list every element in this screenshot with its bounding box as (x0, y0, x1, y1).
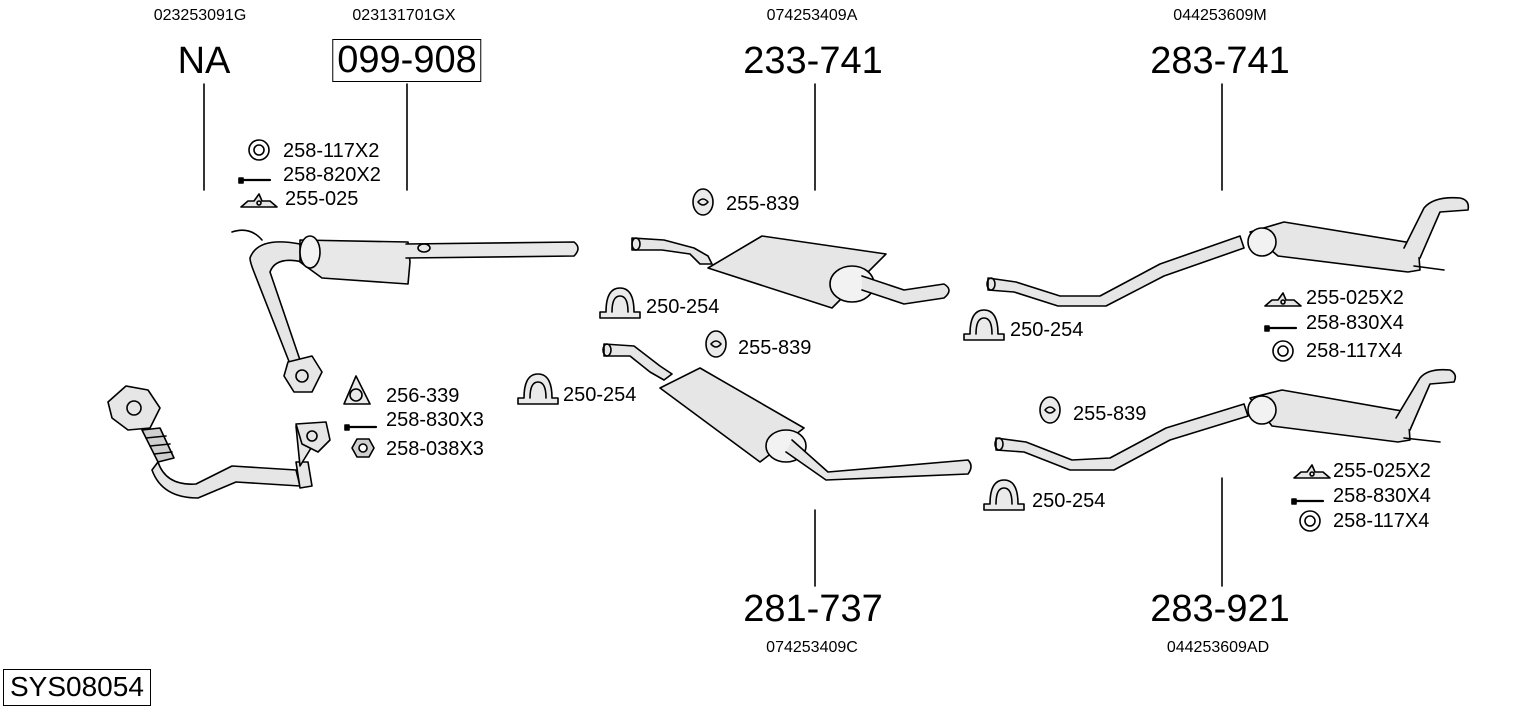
fitting-label: 258-830X4 (1333, 485, 1431, 507)
fitting-label: 250-254 (1032, 490, 1106, 512)
bolt-icon (1291, 498, 1325, 505)
mount-bracket-icon (240, 193, 278, 208)
fitting-label: 258-830X3 (386, 409, 484, 431)
catalytic-converter-illustration (299, 235, 579, 285)
fitting-label: 255-025X2 (1306, 287, 1404, 309)
mount-bracket-icon (1293, 464, 1331, 479)
oem-number-mid-alt: 074253409C (766, 639, 858, 656)
gasket-icon (343, 375, 371, 405)
rear-silencer-illustration (986, 196, 1470, 307)
mount-bracket-icon (1264, 292, 1302, 307)
fitting-label: 255-025 (285, 188, 359, 210)
part-number-rear-alt: 283-921 (1150, 588, 1290, 630)
hanger-icon (705, 330, 727, 358)
fitting-label: 256-339 (386, 385, 460, 407)
fitting-label: 255-839 (1073, 403, 1147, 425)
ring-icon (1272, 340, 1294, 362)
leader-lines (203, 83, 1223, 587)
clamp-icon (963, 309, 1005, 341)
alt-middle-silencer-illustration (602, 343, 972, 481)
clamp-icon (983, 479, 1025, 511)
bolt-icon (344, 424, 378, 431)
ring-icon (1299, 510, 1321, 532)
ring-icon (248, 139, 270, 161)
bolt-icon (1264, 325, 1298, 332)
hanger-icon (1039, 396, 1061, 424)
fitting-label: 255-025X2 (1333, 460, 1431, 482)
fitting-label: 250-254 (646, 296, 720, 318)
fitting-label: 250-254 (563, 384, 637, 406)
fitting-label: 250-254 (1010, 319, 1084, 341)
oem-number-mid: 074253409A (766, 7, 858, 24)
system-id-label: SYS08054 (3, 669, 151, 706)
bolt-icon (238, 177, 272, 184)
nut-icon (351, 438, 375, 458)
front-pipe-illustration (231, 229, 323, 393)
oem-number-rear-alt: 044253609AD (1166, 639, 1270, 656)
clamp-icon (517, 373, 559, 405)
fitting-label: 255-839 (726, 193, 800, 215)
fitting-label: 258-820X2 (283, 164, 381, 186)
part-number-rear: 283-741 (1150, 40, 1290, 82)
clamp-icon (599, 287, 641, 319)
part-number-mid: 233-741 (743, 40, 883, 82)
fitting-label: 258-830X4 (1306, 312, 1404, 334)
hanger-icon (692, 188, 714, 216)
oem-number-front: 023253091G (153, 7, 247, 24)
part-number-cat: 099-908 (332, 39, 482, 82)
alt-rear-silencer-illustration (994, 368, 1457, 471)
oem-number-rear: 044253609M (1173, 7, 1267, 24)
fitting-label: 255-839 (738, 337, 812, 359)
fitting-label: 258-117X4 (1333, 510, 1430, 532)
fitting-label: 258-117X4 (1306, 340, 1403, 362)
oem-number-cat: 023131701GX (352, 7, 456, 24)
part-number-front: NA (177, 40, 231, 82)
fitting-label: 258-117X2 (283, 140, 380, 162)
part-number-mid-alt: 281-737 (743, 588, 883, 630)
middle-silencer-illustration (631, 235, 950, 309)
fitting-label: 258-038X3 (386, 438, 484, 460)
downpipe-illustration (107, 385, 331, 499)
